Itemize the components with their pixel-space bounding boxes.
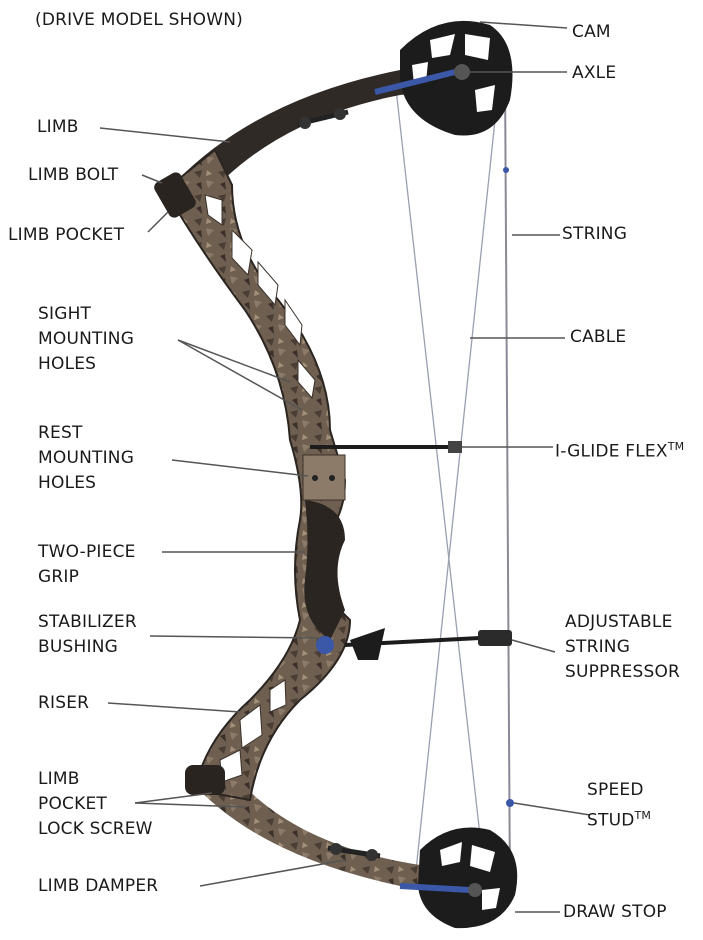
label-iglide-tm: TM — [668, 440, 685, 453]
label-riser: RISER — [38, 691, 89, 716]
leader-suppressor — [512, 640, 555, 652]
label-grip-2: GRIP — [38, 565, 79, 590]
label-suppressor-1: ADJUSTABLE — [565, 610, 673, 635]
string-and-cables — [395, 75, 510, 895]
label-rest-2: MOUNTING — [38, 446, 134, 471]
string-marker — [503, 167, 509, 173]
leader-limb-bolt — [142, 175, 162, 183]
label-limb: LIMB — [37, 115, 79, 140]
label-axle: AXLE — [572, 61, 616, 86]
label-speed-tm: TM — [635, 809, 652, 822]
speed-stud — [506, 799, 514, 807]
label-suppressor-3: SUPPRESSOR — [565, 660, 680, 685]
leader-limb — [100, 128, 230, 142]
leader-rest — [172, 460, 308, 476]
label-sight-1: SIGHT — [38, 302, 91, 327]
label-limb-bolt: LIMB BOLT — [28, 163, 118, 188]
label-stabilizer-2: BUSHING — [38, 635, 118, 660]
label-cam: CAM — [572, 20, 611, 45]
label-suppressor-2: STRING — [565, 635, 630, 660]
label-limb-pocket: LIMB POCKET — [8, 223, 124, 248]
label-iglide: I-GLIDE FLEXTM — [555, 434, 684, 465]
label-stabilizer-1: STABILIZER — [38, 610, 137, 635]
label-cable: CABLE — [570, 325, 626, 350]
label-limb-damper: LIMB DAMPER — [38, 874, 158, 899]
label-speed-1: SPEED — [587, 778, 644, 803]
label-string: STRING — [562, 222, 627, 247]
leader-lock-a — [135, 793, 212, 803]
label-speed-text: STUD — [587, 811, 635, 831]
label-lock-2: POCKET — [38, 792, 107, 817]
leader-limb-pocket — [148, 212, 168, 232]
caption: (DRIVE MODEL SHOWN) — [35, 8, 243, 33]
label-rest-3: HOLES — [38, 471, 96, 496]
leader-limb-damper — [200, 860, 345, 886]
label-iglide-text: I-GLIDE FLEX — [555, 442, 668, 462]
rest-mount-plate — [303, 455, 345, 500]
label-lock-3: LOCK SCREW — [38, 817, 153, 842]
label-draw-stop: DRAW STOP — [563, 900, 667, 925]
label-sight-2: MOUNTING — [38, 327, 134, 352]
string-line — [505, 75, 510, 895]
lower-limb-pocket — [185, 765, 225, 795]
label-rest-1: REST — [38, 421, 83, 446]
cable-line-a — [395, 80, 485, 880]
label-grip-1: TWO-PIECE — [38, 540, 136, 565]
leader-cam — [480, 22, 567, 28]
label-speed-2: STUDTM — [587, 803, 651, 834]
cable-line-b — [415, 120, 495, 880]
label-lock-1: LIMB — [38, 767, 80, 792]
label-sight-3: HOLES — [38, 352, 96, 377]
leader-riser — [108, 703, 240, 712]
leader-speed-stud — [514, 803, 590, 815]
